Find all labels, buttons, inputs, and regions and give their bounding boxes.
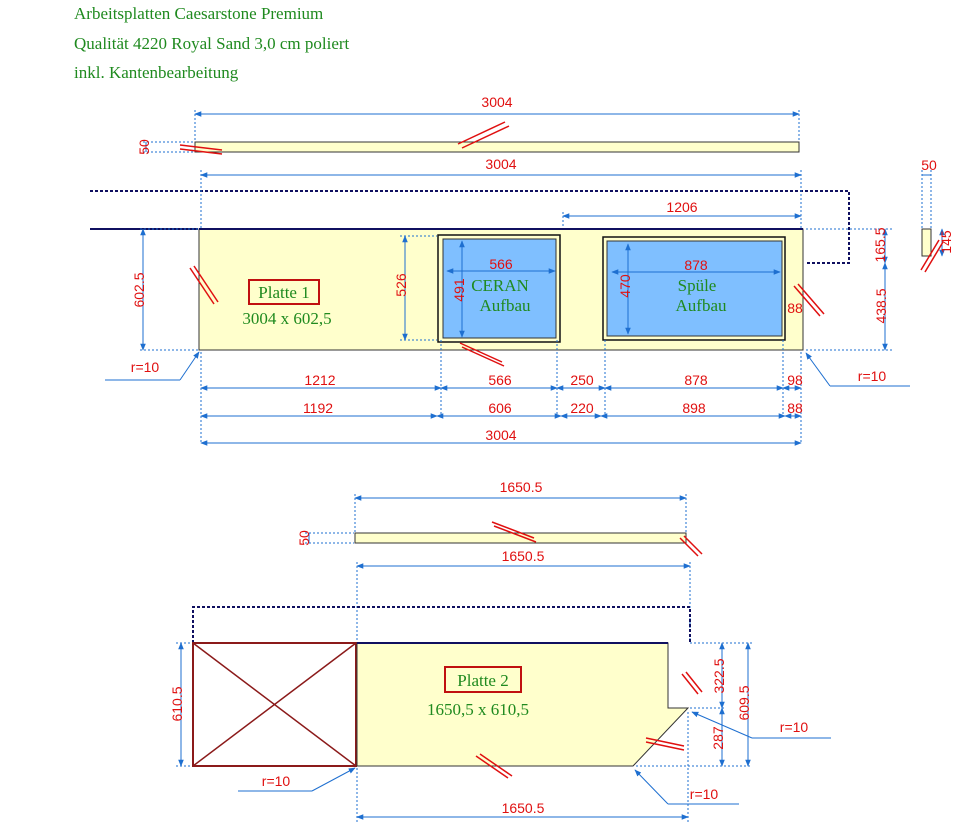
slab2-right-bottom: 287 <box>710 726 726 750</box>
slab-1-edge-strip: 3004 50 <box>136 94 800 155</box>
slab2-bottom-length: 1650.5 <box>502 800 545 816</box>
slab2-top-length: 1650.5 <box>502 548 545 564</box>
row2-seg-5: 88 <box>787 400 803 416</box>
slab1-wall-span: 1206 <box>666 199 697 215</box>
slab1-tag-border <box>248 279 320 305</box>
row1-seg-5: 98 <box>787 372 803 388</box>
row2-seg-2: 606 <box>488 400 512 416</box>
cooktop-name: CERAN <box>471 276 529 295</box>
cooktop-width: 566 <box>489 256 513 272</box>
slab2-edge-marks <box>475 671 703 779</box>
slab2-size: 1650,5 x 610,5 <box>427 700 529 719</box>
slab2-edge-length: 1650.5 <box>500 479 543 495</box>
slab2-wall-outline <box>192 606 691 643</box>
slab1-dim-rows: 1212 566 250 878 98 1192 606 220 898 88 … <box>200 340 803 446</box>
slab2-tag-border <box>444 666 522 693</box>
sink-height: 470 <box>617 274 633 298</box>
slab1-edge-marks <box>189 265 825 367</box>
sink-name: Spüle <box>678 276 717 295</box>
row1-seg-3: 250 <box>570 372 594 388</box>
slab1-total: 3004 <box>485 427 516 443</box>
sink-mount: Aufbau <box>676 296 727 315</box>
slab-2-edge-strip: 1650.5 50 <box>296 479 703 557</box>
slab1-title: Platte 1 <box>258 283 309 302</box>
slab2-right-total: 609.5 <box>736 685 752 720</box>
sink-cutout: 878 470 Spüle Aufbau <box>602 236 786 341</box>
slab2-blocked-area <box>192 642 357 767</box>
row2-seg-3: 220 <box>570 400 594 416</box>
row1-seg-2: 566 <box>488 372 512 388</box>
slab1-edge-thickness: 50 <box>136 139 152 155</box>
slab2-title: Platte 2 <box>457 671 508 690</box>
slab2-radius-right: r=10 <box>780 719 809 735</box>
slab2-edge-thickness: 50 <box>296 530 312 546</box>
row2-seg-4: 898 <box>682 400 706 416</box>
slab1-right-top: 165.5 <box>872 227 888 262</box>
slab1-right-bottom: 438.5 <box>873 288 889 323</box>
side-piece-height: 145 <box>938 230 954 254</box>
header-title: Arbeitsplatten Caesarstone Premium <box>74 4 324 23</box>
cooktop-height: 491 <box>451 278 467 302</box>
slab1-edge-length: 3004 <box>481 94 512 110</box>
slab2-radius-left: r=10 <box>262 773 291 789</box>
row1-seg-1: 1212 <box>304 372 335 388</box>
sink-width: 878 <box>684 257 708 273</box>
slab2-right-top: 322.5 <box>711 658 727 693</box>
slab1-top-length: 3004 <box>485 156 516 172</box>
slab2-depth: 610.5 <box>169 686 185 721</box>
slab1-cutout-depth: 526 <box>393 273 409 297</box>
header-quality: Qualität 4220 Royal Sand 3,0 cm poliert <box>74 34 350 53</box>
cooktop-cutout: 566 491 CERAN Aufbau <box>437 234 561 343</box>
header-note: inkl. Kantenbearbeitung <box>74 63 239 82</box>
slab1-depth: 602.5 <box>131 272 147 307</box>
row2-seg-1: 1192 <box>303 400 333 416</box>
cooktop-mount: Aufbau <box>480 296 531 315</box>
slab1-size: 3004 x 602,5 <box>242 309 331 328</box>
slab2-radius-corner: r=10 <box>690 786 719 802</box>
side-piece-width: 50 <box>921 157 937 173</box>
slab1-side-piece: 50 145 <box>920 157 954 273</box>
slab1-right-offset: 88 <box>787 300 803 316</box>
slab1-radius-left: r=10 <box>131 359 160 375</box>
row1-seg-4: 878 <box>684 372 708 388</box>
slab1-radius-right: r=10 <box>858 368 887 384</box>
